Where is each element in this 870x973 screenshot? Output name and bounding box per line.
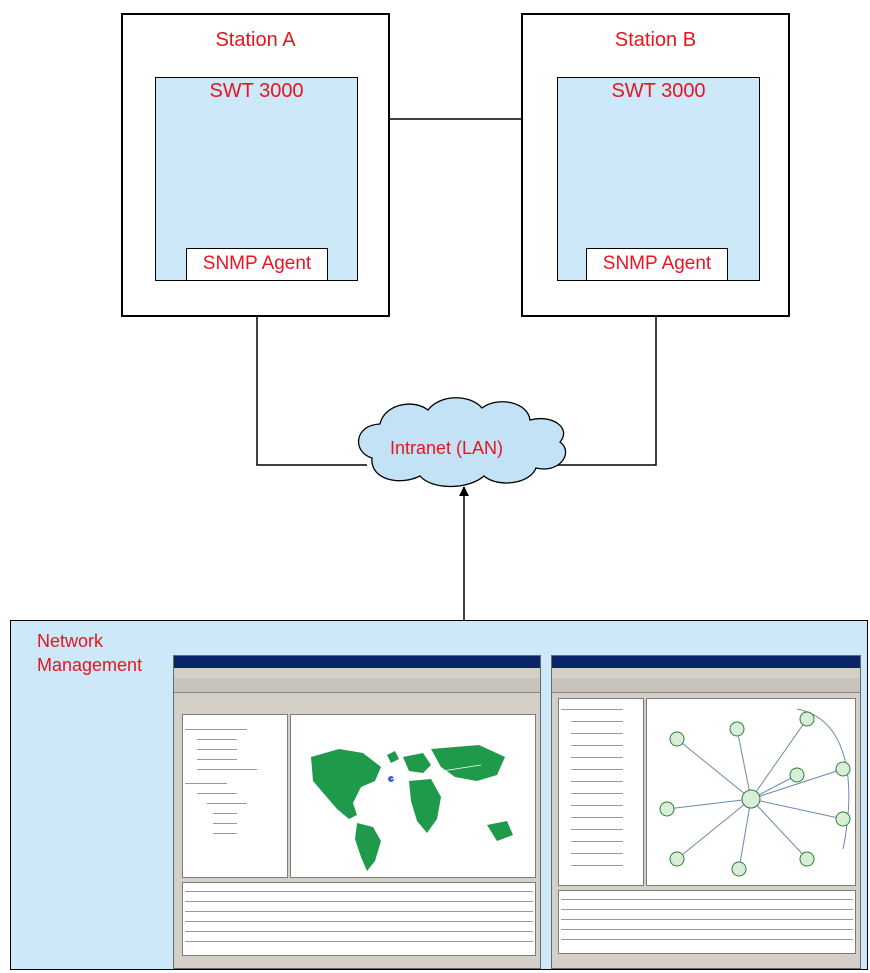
intranet-label: Intranet (LAN) (390, 438, 504, 458)
topology-graph (659, 708, 851, 877)
network-management-panel: Network Management (10, 620, 868, 970)
nms-topology-screenshot (551, 655, 861, 969)
station-a-swt-device: SWT 3000 SNMP Agent (155, 77, 358, 281)
nms-map-alarm-table (182, 882, 536, 956)
nms-topology-titlebar (552, 656, 860, 668)
lan-to-agent-a-arrow (252, 282, 367, 466)
world-map-graphic (311, 745, 513, 871)
intranet-cloud-shape (357, 397, 567, 488)
station-b-title: Station B (614, 29, 697, 51)
station-a-title: Station A (215, 29, 296, 51)
nms-world-map-pane (290, 714, 536, 878)
nms-map-titlebar (174, 656, 540, 668)
nms-topology-tree-pane (558, 698, 644, 886)
network-management-title: Network Management (37, 631, 143, 675)
nms-topology-graph-pane (646, 698, 856, 886)
station-b-box: Station B SWT 3000 SNMP Agent (521, 13, 790, 317)
station-b-swt-label: SWT 3000 (611, 80, 706, 102)
nms-map-screenshot (173, 655, 541, 969)
station-b-swt-device: SWT 3000 SNMP Agent (557, 77, 760, 281)
nms-map-tree-pane (182, 714, 288, 878)
nms-map-toolbar (174, 678, 540, 693)
nms-topology-event-table (558, 890, 856, 954)
station-a-box: Station A SWT 3000 SNMP Agent (121, 13, 390, 317)
station-b-snmp-agent: SNMP Agent (586, 248, 728, 281)
station-a-swt-label: SWT 3000 (209, 80, 304, 102)
nms-topology-toolbar (552, 678, 860, 693)
lan-to-agent-b-arrow (532, 282, 661, 466)
station-a-snmp-agent: SNMP Agent (186, 248, 328, 281)
